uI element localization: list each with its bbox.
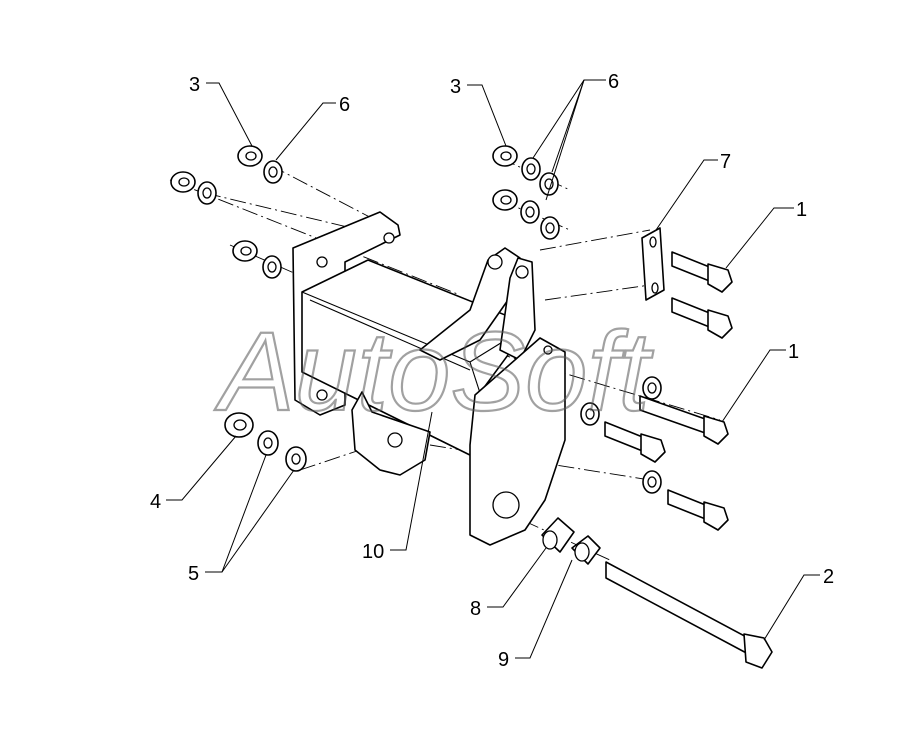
- washer-icon: [642, 470, 662, 494]
- bolt-group: [604, 251, 733, 531]
- washer-icon: [197, 181, 217, 205]
- washer-icon: [642, 376, 662, 400]
- leader-lines: [166, 79, 820, 659]
- nut-icon: [232, 240, 258, 262]
- washer-icon: [540, 216, 560, 240]
- washer-icon: [521, 157, 541, 181]
- nut-group: [170, 145, 518, 438]
- nut-icon: [170, 171, 196, 193]
- pivot-group: [541, 517, 773, 669]
- washer-icon: [539, 172, 559, 196]
- washer-icon: [263, 160, 283, 184]
- bolt-icon: [667, 489, 729, 531]
- bolt-icon: [671, 251, 733, 293]
- bracket-body: [292, 211, 566, 546]
- bolt-icon: [671, 297, 733, 339]
- callout-6: 6: [339, 94, 350, 116]
- bolt-icon: [604, 421, 666, 463]
- long-bolt-icon: [605, 561, 773, 669]
- bushing-icon: [541, 517, 575, 553]
- callout-3: 3: [189, 74, 200, 96]
- washer-group: [197, 157, 662, 494]
- washer-icon: [285, 446, 307, 472]
- nut-icon: [492, 145, 518, 167]
- callout-2: 2: [823, 566, 834, 588]
- callout-5: 5: [188, 563, 199, 585]
- nut-icon: [224, 412, 254, 438]
- nut-icon: [492, 189, 518, 211]
- washer-icon: [257, 430, 279, 456]
- callout-4: 4: [150, 491, 161, 513]
- callout-6b: 6: [608, 71, 619, 93]
- callout-10: 10: [362, 541, 384, 563]
- callout-8: 8: [470, 598, 481, 620]
- lock-plate-icon: [641, 227, 665, 301]
- callout-1: 1: [796, 199, 807, 221]
- callout-1b: 1: [788, 341, 799, 363]
- callout-9: 9: [498, 649, 509, 671]
- nut-icon: [237, 145, 263, 167]
- washer-icon: [520, 200, 540, 224]
- bolt-icon: [639, 395, 729, 445]
- washer-icon: [580, 402, 600, 426]
- watermark: AutoSoft: [214, 309, 654, 434]
- callout-3b: 3: [450, 76, 461, 98]
- callout-7: 7: [720, 151, 731, 173]
- callouts: 3 6 3 6 7 1 1 4 5 10 8 9 2: [150, 71, 834, 671]
- washer-icon: [262, 255, 282, 279]
- sleeve-icon: [571, 535, 601, 565]
